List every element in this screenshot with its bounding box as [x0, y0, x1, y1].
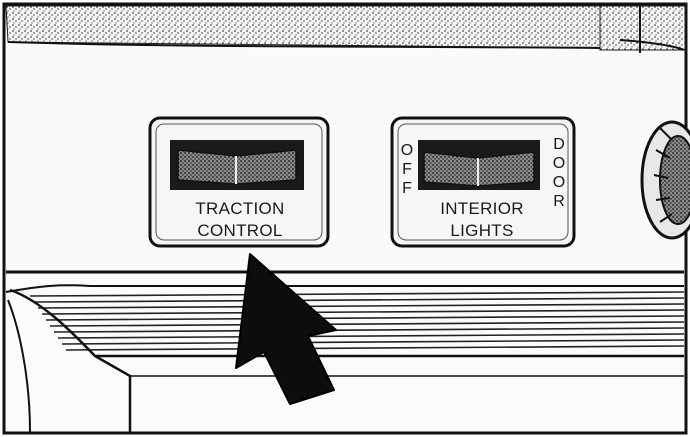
off-letter-3: F — [402, 180, 412, 197]
off-letter-1: O — [401, 142, 413, 159]
door-letter-4: R — [553, 193, 565, 210]
door-letter-3: O — [553, 174, 565, 191]
dash-face — [8, 44, 684, 272]
pointer-arrow-icon — [235, 253, 337, 405]
traction-rocker-left[interactable] — [177, 149, 237, 185]
off-letter-2: F — [402, 161, 412, 178]
interior-rocker-right[interactable] — [477, 151, 535, 187]
traction-control-switch[interactable]: TRACTION CONTROL — [148, 116, 330, 248]
interior-lights-switch[interactable]: O F F D O O R INTERIOR LIGHTS — [390, 116, 576, 248]
interior-label-line1: INTERIOR — [440, 199, 524, 218]
interior-label-line2: LIGHTS — [450, 221, 513, 240]
dash-top-trim — [5, 5, 686, 60]
traction-rocker-right[interactable] — [235, 149, 297, 185]
door-letter-2: O — [553, 155, 565, 172]
traction-label-line1: TRACTION — [195, 199, 284, 218]
lower-dash-ledge — [5, 270, 685, 433]
rotary-knob-icon — [640, 120, 690, 240]
interior-rocker-left[interactable] — [423, 151, 479, 187]
door-letter-1: D — [553, 136, 565, 153]
traction-label-line2: CONTROL — [197, 221, 282, 240]
